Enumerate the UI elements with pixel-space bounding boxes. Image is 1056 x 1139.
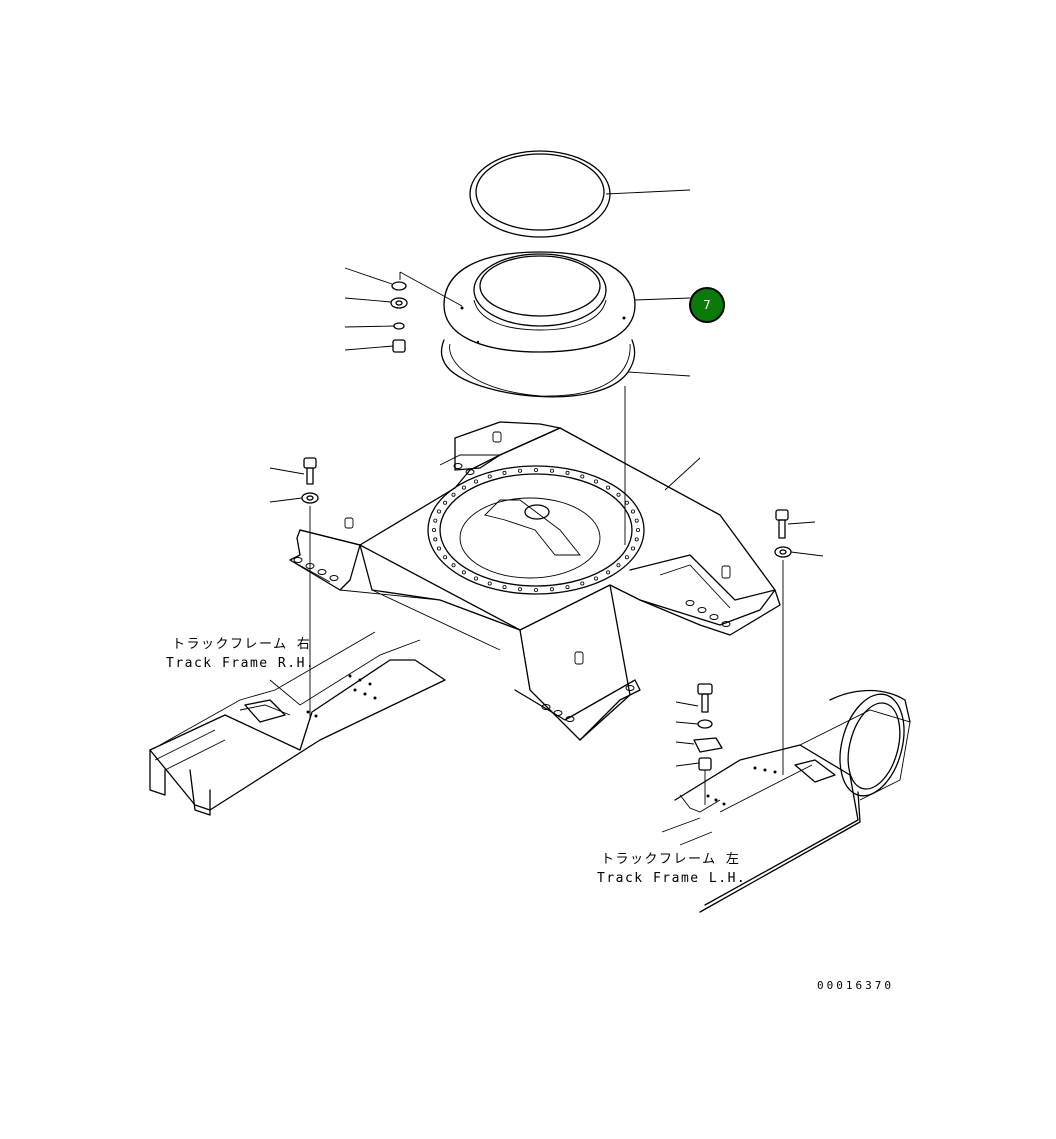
bolt-hole: [606, 485, 611, 490]
bolt-hole: [624, 555, 629, 560]
bolt-hole: [433, 518, 438, 523]
bolt-hole: [580, 474, 585, 479]
bolt-hole: [594, 576, 599, 581]
track-frame-lh: [661, 689, 911, 913]
bolt-hole: [565, 585, 570, 590]
bolt-hole: [634, 518, 639, 523]
bolt-hole: [433, 537, 438, 542]
bolt-hole: [550, 587, 555, 592]
part-callout-7[interactable]: 7: [689, 287, 725, 323]
bolt-hole: [624, 500, 629, 505]
track-frame-rh-jp-label: トラックフレーム 右: [172, 637, 312, 652]
revolving-frame: [289, 421, 781, 741]
bolt-hole: [534, 467, 539, 472]
bolt-hole: [461, 485, 466, 490]
bolt-hole: [565, 470, 570, 475]
bolt-hole: [487, 474, 492, 479]
bolt-hole: [606, 570, 611, 575]
bolt-hole: [487, 581, 492, 586]
leader-line: [664, 457, 701, 491]
bolt-hole: [534, 588, 539, 593]
mounting-bolt-right: [774, 509, 824, 775]
track-frame-rh-en-label: Track Frame R.H.: [166, 656, 316, 671]
hardware-stack-lower: [675, 683, 723, 805]
bolt-hole: [634, 537, 639, 542]
bolt-hole: [518, 587, 523, 592]
callout-number: 7: [703, 298, 711, 312]
bolt-hole: [473, 479, 478, 484]
drawing-code: 00016370: [817, 979, 894, 992]
bolt-hole: [451, 492, 456, 497]
bolt-hole: [443, 500, 448, 505]
track-frame-rh: [149, 631, 446, 816]
track-frame-lh-jp-label: トラックフレーム 左: [601, 852, 741, 867]
bolt-hole: [443, 555, 448, 560]
bolt-hole: [616, 492, 621, 497]
bolt-hole-ring: [431, 467, 641, 593]
lower-ring: [440, 339, 691, 398]
bolt-hole: [473, 576, 478, 581]
mounting-bolt-left: [269, 457, 319, 720]
bolt-hole: [580, 581, 585, 586]
bolt-hole: [502, 585, 507, 590]
bolt-hole: [502, 470, 507, 475]
bolt-hole: [594, 479, 599, 484]
bolt-hole: [431, 528, 436, 533]
bolt-hole: [636, 528, 641, 533]
bolt-hole: [436, 546, 441, 551]
bolt-hole: [436, 509, 441, 514]
track-frame-lh-en-label: Track Frame L.H.: [597, 871, 747, 886]
bolt-hole: [631, 509, 636, 514]
hardware-stack-upper: [344, 267, 463, 353]
bolt-hole: [631, 546, 636, 551]
bolt-hole: [518, 468, 523, 473]
bolt-hole: [616, 563, 621, 568]
seal-ring: [469, 150, 691, 238]
bolt-hole: [461, 570, 466, 575]
bolt-hole: [451, 563, 456, 568]
swing-bearing-housing: [443, 251, 691, 353]
bolt-hole: [550, 468, 555, 473]
